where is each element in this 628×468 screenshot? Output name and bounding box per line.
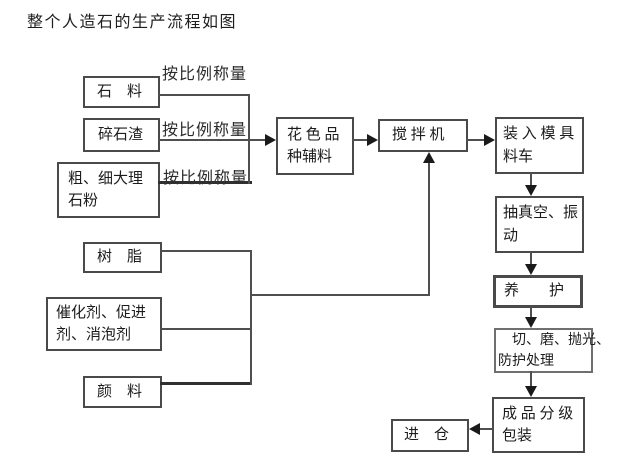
node-color-auxiliary: 花 色 品 种辅料 — [276, 117, 354, 175]
branch-line-to-mixer-h — [250, 294, 430, 296]
connector-pigment-out — [160, 382, 252, 385]
arrowhead-right-icon — [367, 134, 378, 146]
arrowhead-up-icon — [423, 152, 435, 163]
connector-curing-to-cutting — [530, 306, 532, 319]
arrowhead-down-icon — [525, 185, 537, 196]
node-warehouse: 进 仓 — [391, 419, 469, 452]
connector-grading-to-warehouse — [479, 428, 494, 430]
node-catalyst-defoamer: 催化剂、促进 剂、消泡剂 — [46, 297, 162, 351]
connector-resin-out — [160, 250, 252, 252]
branch-line-to-mixer-v — [428, 162, 430, 296]
node-curing: 养 护 — [493, 275, 583, 308]
connector-vacuum-to-curing — [530, 251, 532, 266]
arrowhead-left-icon — [469, 423, 480, 435]
arrowhead-right-icon — [265, 134, 276, 146]
page-title: 整个人造石的生产流程如图 — [27, 14, 238, 31]
node-marble-powder: 粗、细大理 石粉 — [57, 162, 160, 218]
node-cut-polish-protect: 切、磨、抛光、 防护处理 — [494, 328, 610, 373]
connector-marble-out — [158, 181, 252, 184]
connector-gravel-to-aux — [158, 139, 270, 141]
connector-mixer-to-cart — [466, 139, 486, 141]
node-pigment: 颜 料 — [83, 376, 162, 408]
collector-line-bottom-left — [250, 250, 252, 385]
arrowhead-right-icon — [484, 134, 495, 146]
arrowhead-down-icon — [525, 264, 537, 275]
connector-catalyst-out — [160, 328, 252, 330]
connector-cart-to-vacuum — [530, 172, 532, 187]
edge-label-weigh-marble: 按比例称量 — [163, 170, 249, 187]
node-crushed-stone: 碎石渣 — [83, 118, 160, 152]
connector-cutting-to-grading — [530, 371, 532, 388]
node-mixer: 搅 拌 机 — [378, 119, 468, 152]
connector-stone-out — [158, 94, 250, 96]
node-stone-material: 石 料 — [83, 76, 160, 108]
connector-aux-to-mixer — [352, 139, 369, 141]
node-grading-packaging: 成 品 分 级 包装 — [492, 397, 585, 453]
node-vacuum-vibration: 抽真空、振 动 — [495, 196, 584, 253]
node-mold-cart: 装 入 模 具 料车 — [495, 117, 584, 174]
arrowhead-down-icon — [525, 386, 537, 397]
node-resin: 树 脂 — [83, 242, 162, 273]
arrowhead-down-icon — [525, 317, 537, 328]
edge-label-weigh-stone: 按比例称量 — [162, 66, 248, 83]
collector-line-top-left — [248, 94, 250, 184]
edge-label-weigh-gravel: 按比例称量 — [162, 122, 248, 139]
